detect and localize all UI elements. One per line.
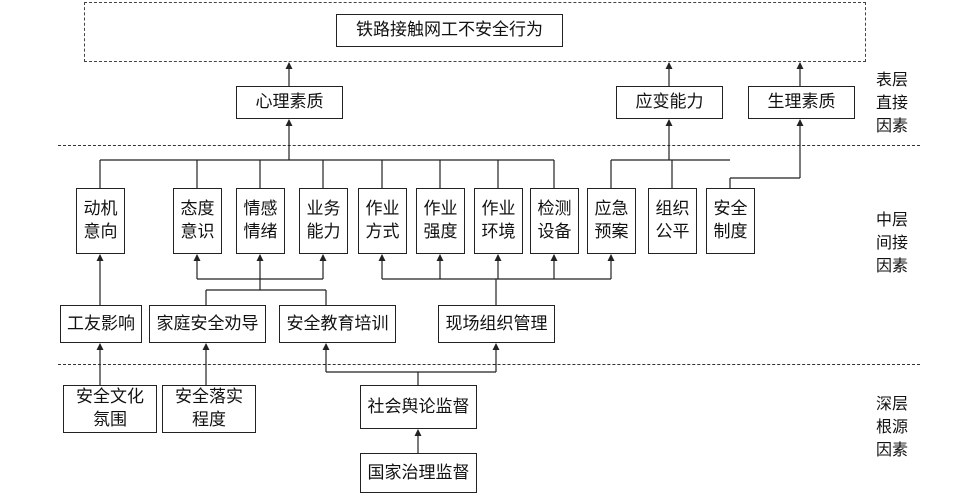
strain-capacity-box: 应变能力	[616, 86, 723, 119]
work-environment-box: 作业 环境	[474, 188, 523, 254]
layer-label-deep: 深层 根源 因素	[876, 394, 909, 460]
separator-surface-middle	[58, 145, 920, 146]
safety-implementation-box: 安全落实 程度	[162, 385, 256, 433]
national-governance-supervision-box: 国家治理监督	[360, 453, 477, 493]
outer-frame	[84, 2, 866, 62]
layer-label-middle: 中层 间接 因素	[876, 210, 909, 276]
safety-education-training-box: 安全教育培训	[279, 305, 396, 343]
inspection-equipment-box: 检测 设备	[530, 188, 579, 254]
motive-box: 动机 意向	[76, 188, 125, 254]
attitude-box: 态度 意识	[173, 188, 222, 254]
work-method-box: 作业 方式	[358, 188, 407, 254]
work-intensity-box: 作业 强度	[416, 188, 465, 254]
coworker-influence-box: 工友影响	[60, 305, 142, 343]
public-opinion-supervision-box: 社会舆论监督	[360, 385, 477, 429]
layer-label-surface: 表层 直接 因素	[876, 70, 909, 136]
safety-system-box: 安全 制度	[706, 188, 755, 254]
emotion-box: 情感 情绪	[236, 188, 285, 254]
separator-middle-deep	[58, 364, 920, 365]
organizational-fairness-box: 组织 公平	[648, 188, 697, 254]
emergency-plan-box: 应急 预案	[587, 188, 636, 254]
safety-culture-box: 安全文化 氛围	[63, 385, 157, 433]
psychological-quality-box: 心理素质	[236, 86, 343, 119]
physiological-quality-box: 生理素质	[748, 86, 855, 119]
unsafe-behavior-box: 铁路接触网工不安全行为	[336, 14, 563, 47]
skill-box: 业务 能力	[299, 188, 348, 254]
family-safety-advice-box: 家庭安全劝导	[149, 305, 266, 343]
site-organization-management-box: 现场组织管理	[438, 305, 555, 343]
